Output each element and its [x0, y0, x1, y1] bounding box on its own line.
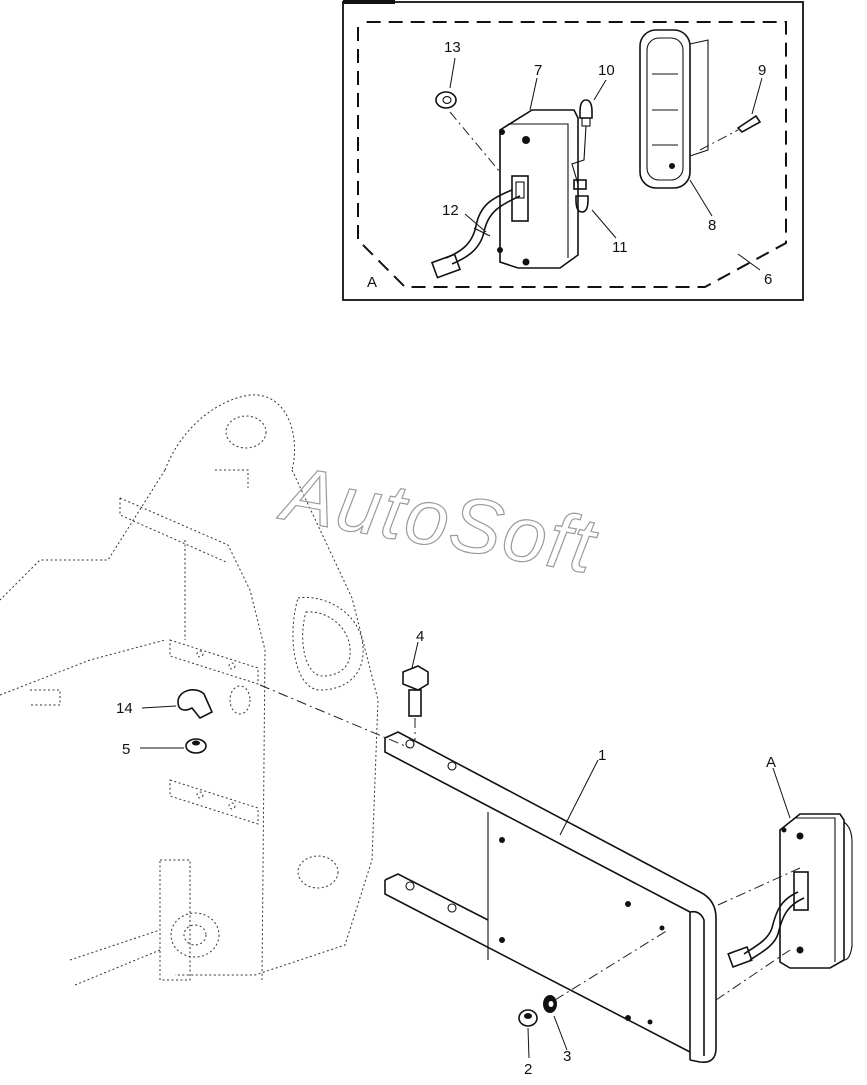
mounting-bracket — [384, 731, 717, 1064]
callout-2: 2 — [524, 1061, 532, 1078]
nut-5 — [185, 738, 207, 754]
detail-boundary — [357, 21, 787, 288]
callout-8: 8 — [708, 217, 716, 234]
grommet — [435, 91, 501, 173]
detail-view-label: A — [367, 274, 377, 291]
nut-2 — [518, 1009, 538, 1027]
watermark: AutoSoft — [273, 448, 604, 590]
callout-5: 5 — [122, 741, 130, 758]
machine-frame — [0, 394, 379, 986]
lamp-lens — [639, 29, 709, 189]
screw-9 — [699, 114, 762, 151]
lamp-housing — [497, 109, 579, 269]
callout-4: 4 — [416, 628, 424, 645]
washer — [543, 995, 557, 1013]
callout-6: 6 — [764, 271, 772, 288]
callout-3: 3 — [563, 1048, 571, 1065]
bulb-11 — [573, 179, 589, 213]
detail-frame — [342, 1, 804, 301]
bolt — [402, 665, 429, 740]
callout-13: 13 — [444, 39, 461, 56]
callout-11: 11 — [612, 239, 628, 256]
callout-7: 7 — [534, 62, 542, 79]
wiring-harness — [430, 189, 521, 279]
callout-12: 12 — [442, 202, 459, 219]
lamp-assembly-a — [727, 813, 853, 969]
callout-1: 1 — [598, 747, 606, 764]
clamp — [177, 689, 214, 720]
detail-view-a — [342, 0, 804, 301]
callout-14: 14 — [116, 700, 133, 717]
callout-10: 10 — [598, 62, 615, 79]
detail-callout-a: A — [766, 754, 776, 771]
callout-9: 9 — [758, 62, 766, 79]
